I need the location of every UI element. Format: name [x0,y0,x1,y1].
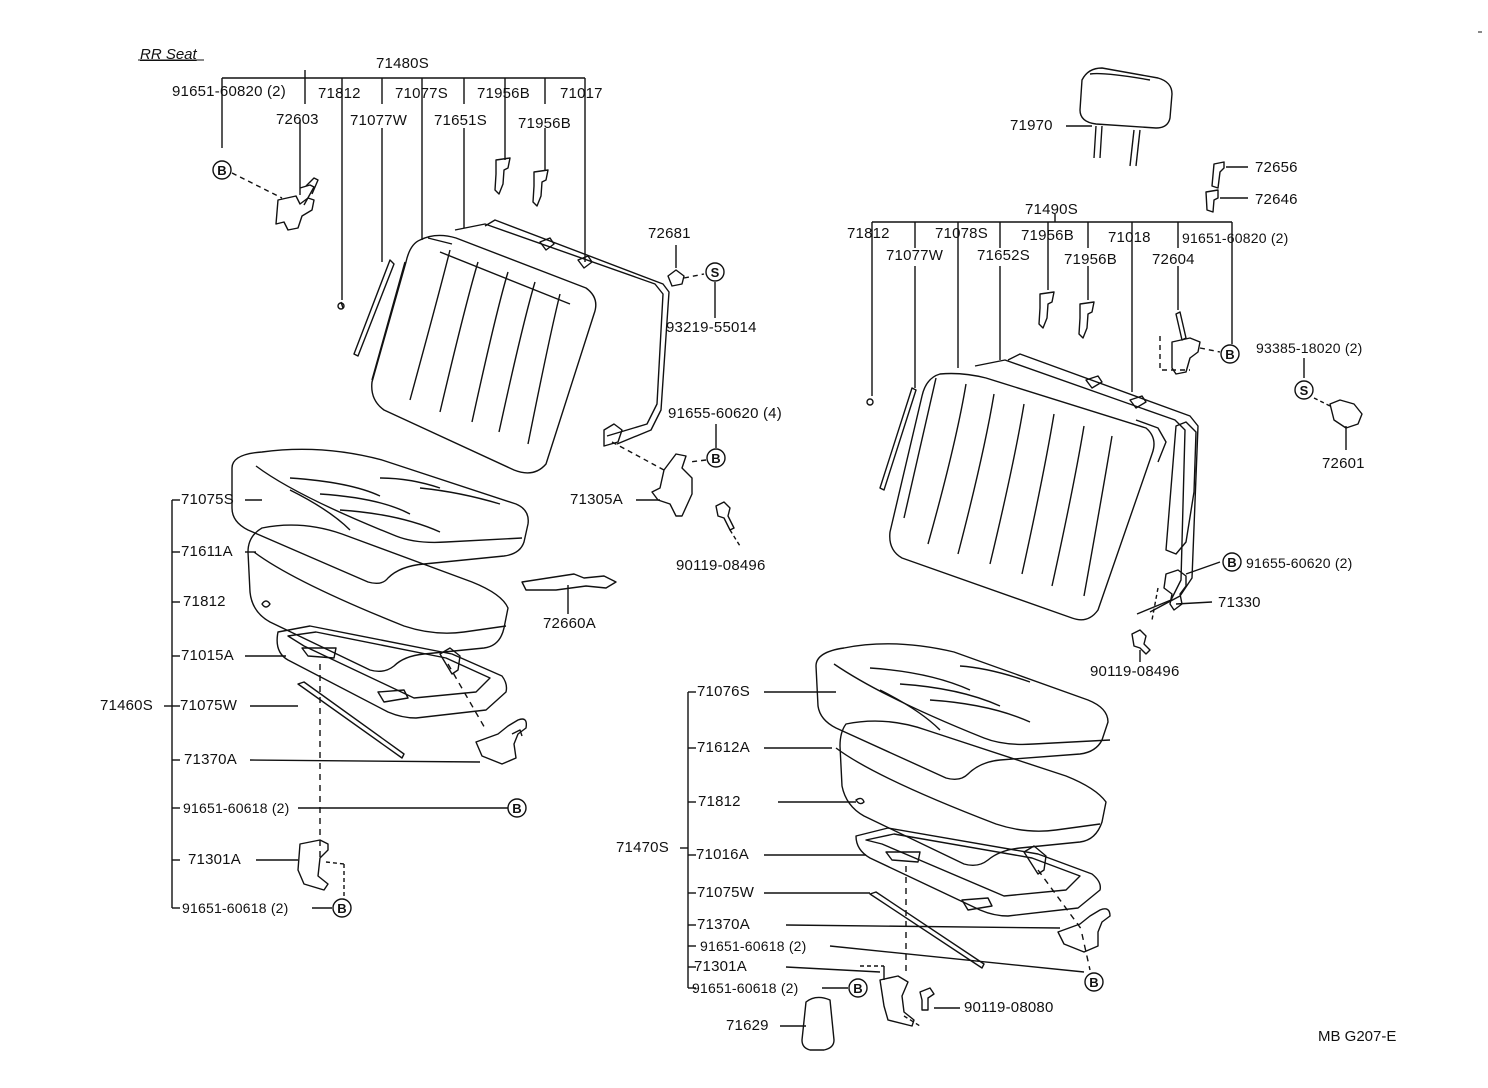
part-label: 90119-08080 [964,999,1054,1016]
left-cushion-tree-lines [164,499,527,918]
part-label: 71970 [1010,117,1053,134]
part-label: 71812 [318,85,361,102]
part-label: 90119-08496 [1090,663,1180,680]
part-label: 71956B [518,115,571,132]
part-label: 72681 [648,225,691,242]
ref-b-circle [212,160,232,180]
part-label: 71812 [183,593,226,610]
ref-letter-s: S [711,265,720,280]
right-headrest-71970 [1066,67,1248,213]
part-label: 72601 [1322,455,1365,472]
part-label: 91651-60618 (2) [700,938,807,954]
part-label: 71075W [697,884,755,901]
part-label: 72603 [276,111,319,128]
ref-letter-b: B [337,901,346,916]
ref-s-circle [705,262,725,282]
part-label: 71075W [180,697,238,714]
part-label: 72656 [1255,159,1298,176]
part-label: 91651-60618 (2) [692,980,799,996]
part-label: 71077W [886,247,944,264]
part-label: 91655-60620 (2) [1246,555,1353,571]
part-label: 91651-60820 (2) [172,83,286,100]
part-label: 71330 [1218,594,1261,611]
left-seat-back [353,219,670,474]
part-label: 71370A [184,751,237,768]
left-bracket-72603 [212,160,345,310]
ref-b-circle [848,978,868,998]
part-label: 91651-60618 (2) [183,800,290,816]
part-label: 72646 [1255,191,1298,208]
part-label: 71956B [477,85,530,102]
ref-letter-s: S [1300,383,1309,398]
left-cushion [231,448,617,900]
right-seat-back [866,291,1221,662]
ref-b-circle [1220,344,1240,364]
ref-b-circle [1222,552,1242,572]
ref-b-circle [1084,972,1104,992]
part-label: 71077S [395,85,448,102]
part-label: 71956B [1064,251,1117,268]
part-label: 71651S [434,112,487,129]
part-label: 71812 [698,793,741,810]
right-back-tree-lines [871,214,1240,396]
part-label: 71016A [696,846,749,863]
part-label: 71652S [977,247,1030,264]
part-label: 71017 [560,85,603,102]
part-label: 71370A [697,916,750,933]
part-label: 71480S [376,55,429,72]
ref-letter-b: B [1089,975,1098,990]
part-label: 71015A [181,647,234,664]
part-label: 71460S [100,697,153,714]
part-label: 71612A [697,739,750,756]
right-cushion [801,643,1111,1051]
ref-letter-b: B [853,981,862,996]
part-label: 71956B [1021,227,1074,244]
part-label: 72604 [1152,251,1195,268]
left-clips-71956b [494,157,549,207]
part-label: 91651-60820 (2) [1182,230,1289,246]
ref-b-circle [507,798,527,818]
part-label: 93219-55014 [666,319,757,336]
section-title: RR Seat [140,46,197,63]
part-label: 71076S [697,683,750,700]
ref-letter-b: B [1227,555,1236,570]
part-label: 71305A [570,491,623,508]
part-label: 71077W [350,112,408,129]
part-label: 71301A [188,851,241,868]
ref-letter-b: B [1225,347,1234,362]
ref-s-circle [1294,380,1314,400]
part-label: 71018 [1108,229,1151,246]
part-label: 91651-60618 (2) [182,900,289,916]
ref-b-circle [332,898,352,918]
ref-b-circle [706,448,726,468]
part-label: 71812 [847,225,890,242]
part-label: 90119-08496 [676,557,766,574]
ref-letter-b: B [217,163,226,178]
part-label: 93385-18020 (2) [1256,340,1363,356]
part-label: 71490S [1025,201,1078,218]
part-label: 91655-60620 (4) [668,405,782,422]
ref-letters: B S B B B B S B B B [217,163,1308,996]
part-label: 71301A [694,958,747,975]
part-label: 71470S [616,839,669,856]
right-side-s-link [1222,358,1363,572]
ref-letter-b: B [512,801,521,816]
part-label: 71629 [726,1017,769,1034]
left-back-tree-lines [221,70,586,300]
part-label: 71611A [181,543,233,560]
left-back-side-links [611,245,741,547]
diagram-code: MB G207-E [1318,1028,1397,1045]
right-cushion-tree-lines [680,691,1104,1027]
part-label: 71075S [181,491,234,508]
ref-letter-b: B [711,451,720,466]
part-label: 72660A [543,615,596,632]
part-label: 71078S [935,225,988,242]
